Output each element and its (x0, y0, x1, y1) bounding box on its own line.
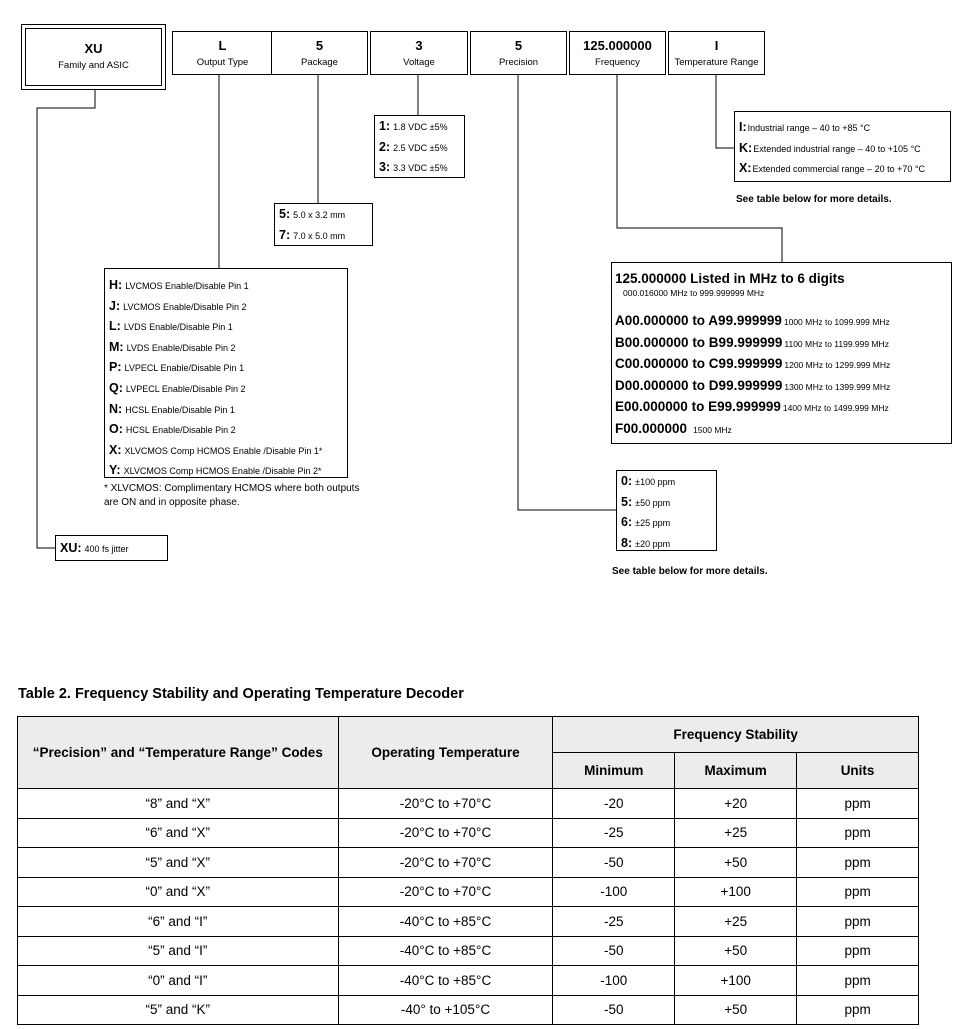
list-item: N:HCSL Enable/Disable Pin 1 (109, 401, 235, 416)
list-item: Q:LVPECL Enable/Disable Pin 2 (109, 380, 246, 395)
precision-code: 5 (514, 38, 523, 53)
temperature-code-box: I Temperature Range (668, 31, 765, 75)
list-item: P:LVPECL Enable/Disable Pin 1 (109, 360, 245, 375)
list-item: 5:5.0 x 3.2 mm (279, 207, 346, 221)
list-item: 3:3.3 VDC ±5% (379, 160, 448, 175)
temperature-options: I:Industrial range – 40 to +85 °C K:Exte… (734, 111, 951, 182)
column-header-temperature: Operating Temperature (337, 716, 554, 789)
family-label: Family and ASIC (58, 60, 129, 71)
temperature-label: Temperature Range (674, 57, 759, 68)
frequency-options: 125.000000 Listed in MHz to 6 digits 000… (611, 262, 952, 444)
precision-see-note: See table below for more details. (612, 566, 768, 577)
voltage-code: 3 (415, 38, 423, 53)
list-item: XU:400 fs jitter (60, 541, 129, 555)
precision-label: Precision (498, 57, 539, 68)
frequency-header: 125.000000 Listed in MHz to 6 digits (615, 271, 845, 286)
output-type-code: L (218, 38, 227, 53)
package-code-box: 5 Package (271, 31, 368, 75)
frequency-range: 000.016000 MHz to 999.999999 MHz (623, 288, 765, 298)
family-option: XU:400 fs jitter (55, 535, 168, 561)
list-item: L:LVDS Enable/Disable Pin 1 (109, 319, 233, 334)
package-options: 5:5.0 x 3.2 mm 7:7.0 x 5.0 mm (274, 203, 373, 246)
output-type-footnote: * XLVCMOS: Complimentary HCMOS where bot… (104, 483, 360, 508)
list-item: K:Extended industrial range – 40 to +105… (739, 140, 921, 155)
package-code: 5 (315, 38, 324, 53)
list-item: I:Industrial range – 40 to +85 °C (739, 120, 871, 134)
table-title: Table 2. Frequency Stability and Operati… (18, 686, 464, 702)
frequency-code: 125.000000 (583, 38, 652, 53)
list-item: O:HCSL Enable/Disable Pin 2 (109, 422, 236, 437)
frequency-code-box: 125.000000 Frequency (569, 31, 666, 75)
temperature-see-note: See table below for more details. (736, 194, 892, 205)
voltage-label: Voltage (403, 57, 435, 68)
output-type-code-box: L Output Type (172, 31, 273, 75)
list-item: 2:2.5 VDC ±5% (379, 139, 448, 154)
list-item: 0:±100 ppm (621, 474, 676, 488)
list-item: 6:±25 ppm (621, 515, 671, 530)
precision-code-box: 5 Precision (470, 31, 567, 75)
list-item: 7:7.0 x 5.0 mm (279, 227, 346, 242)
family-code-box: XU Family and ASIC (21, 24, 166, 90)
list-item: 5:±50 ppm (621, 494, 671, 509)
family-code: XU (84, 41, 103, 56)
precision-options: 0:±100 ppm 5:±50 ppm 6:±25 ppm 8:±20 ppm (616, 470, 717, 551)
column-header-frequency-stability: Frequency Stability (552, 716, 919, 753)
frequency-label: Frequency (595, 57, 640, 68)
column-header-minimum: Minimum (552, 752, 676, 789)
temperature-code: I (714, 38, 719, 53)
column-header-maximum: Maximum (674, 752, 798, 789)
list-item: 1:1.8 VDC ±5% (379, 119, 448, 133)
list-item: 8:±20 ppm (621, 535, 671, 550)
list-item: X:XLVCMOS Comp HCMOS Enable /Disable Pin… (109, 442, 323, 457)
list-item: Y:XLVCMOS Comp HCMOS Enable /Disable Pin… (109, 463, 322, 478)
voltage-code-box: 3 Voltage (370, 31, 468, 75)
list-item: J:LVCMOS Enable/Disable Pin 2 (109, 298, 247, 313)
column-header-units: Units (796, 752, 919, 789)
list-item: H:LVCMOS Enable/Disable Pin 1 (109, 278, 249, 292)
package-label: Package (301, 57, 338, 68)
connector-lines (36, 75, 783, 549)
output-type-label: Output Type (196, 57, 249, 68)
output-type-options: H:LVCMOS Enable/Disable Pin 1 J:LVCMOS E… (104, 268, 348, 478)
column-header-codes: “Precision” and “Temperature Range” Code… (17, 716, 339, 789)
list-item: M:LVDS Enable/Disable Pin 2 (109, 339, 236, 354)
list-item: X:Extended commercial range – 20 to +70 … (739, 161, 925, 175)
decoder-table: “Precision” and “Temperature Range” Code… (17, 716, 919, 1025)
voltage-options: 1:1.8 VDC ±5% 2:2.5 VDC ±5% 3:3.3 VDC ±5… (374, 115, 465, 178)
